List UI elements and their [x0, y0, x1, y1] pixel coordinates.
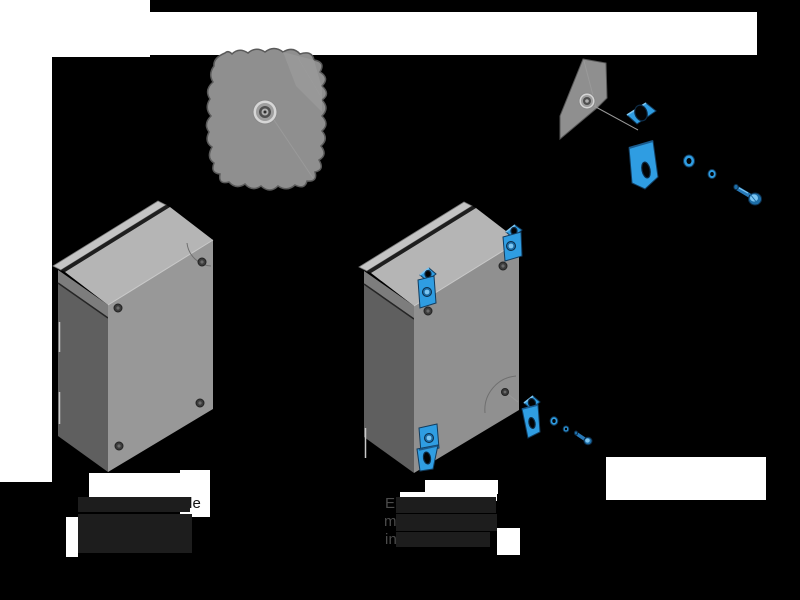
caption-right-line2-initial: m — [384, 513, 397, 530]
enclosure-front-face — [108, 240, 213, 472]
canvas-surface-top-band — [150, 12, 757, 55]
hex-bolt-icon — [733, 183, 762, 206]
caption-right-line1-initial: E — [385, 495, 396, 512]
assembly-leader-line — [593, 105, 639, 131]
enclosure-top-face — [371, 208, 519, 306]
enclosure-with-brackets-illustration — [358, 201, 523, 473]
canvas-surface-caption-right-sliver — [497, 528, 520, 555]
grommet-icon — [578, 92, 596, 110]
enclosure-side-lid-strip — [58, 270, 108, 318]
corner-bend-arc — [484, 375, 517, 414]
corner-bend-arc — [186, 242, 212, 267]
enclosure-side-face — [364, 271, 414, 473]
lid-seam — [367, 206, 476, 273]
caption-right-line3-initial: in — [385, 531, 398, 548]
caption-left-obscured-line-1 — [78, 497, 190, 512]
washer-icon — [562, 425, 570, 433]
canvas-surface-caption-right-b — [400, 492, 497, 501]
lid-seam — [61, 205, 170, 272]
caption-left-obscured-lines-2-3 — [78, 514, 192, 553]
enclosure-top-face — [65, 207, 213, 305]
side-seam-line — [363, 283, 415, 320]
bracket-hardware-exploded — [626, 102, 762, 206]
small-bracket-exploded — [521, 395, 593, 446]
grommet-detail-icon — [252, 99, 278, 125]
front-top-edge-highlight — [107, 239, 214, 306]
enclosure-front-face — [414, 241, 519, 473]
mounting-bracket-icon — [626, 102, 659, 190]
canvas-surface-bottom-right — [606, 457, 766, 500]
installed-bracket-top-right — [502, 224, 523, 262]
canvas-surface-caption-left-a — [89, 473, 180, 500]
canvas-surface-caption-left-sliver — [66, 517, 78, 557]
caption-right-obscured-line-1 — [396, 497, 496, 513]
callout-leader-line — [273, 119, 314, 179]
caption-right-obscured-line-2 — [396, 514, 497, 531]
hex-bolt-icon — [573, 430, 593, 446]
installed-bracket-bottom-left — [416, 423, 440, 472]
canvas-surface-top-left — [0, 0, 150, 57]
enclosure-side-face — [58, 270, 108, 472]
canvas-surface-left-strip — [0, 0, 52, 482]
plate-corner-highlight — [283, 52, 322, 112]
hole-detail-callout — [205, 47, 328, 191]
side-seam-line — [57, 282, 109, 319]
caption-left-visible-fragment: le — [189, 495, 202, 512]
cover-screws — [113, 257, 207, 451]
plain-enclosure-illustration — [52, 200, 214, 472]
washer-icon — [549, 416, 559, 426]
mounting-bracket-icon — [521, 395, 541, 439]
caption-right-obscured-line-3 — [396, 532, 490, 547]
screw-leader-line — [508, 394, 519, 403]
plate-edge-line — [297, 57, 321, 96]
washer-icon — [683, 154, 695, 168]
canvas-surface-caption-right-a — [425, 480, 498, 494]
washer-icon — [707, 169, 717, 179]
installed-bracket-top-left — [417, 267, 437, 309]
flange-corner-detail — [559, 58, 639, 141]
enclosure-side-lid-strip — [364, 271, 414, 319]
